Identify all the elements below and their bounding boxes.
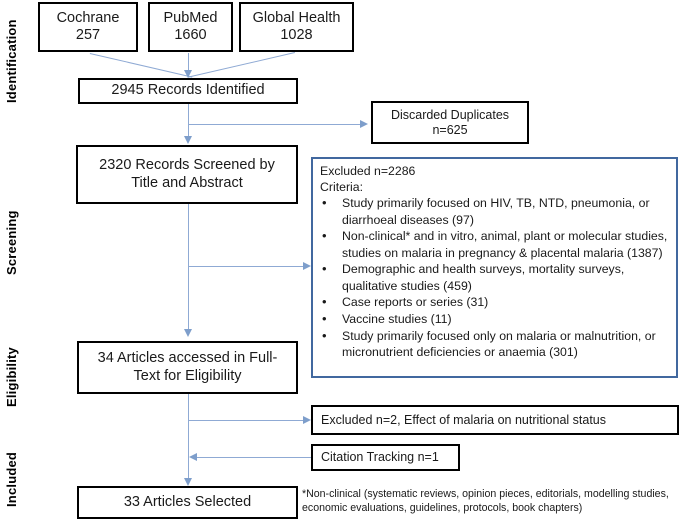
excluded-fulltext-box: Excluded n=2, Effect of malaria on nutri… [311,405,679,435]
arrowhead-to-excluded-n2 [303,416,311,424]
records-screened-box: 2320 Records Screened by Title and Abstr… [76,145,298,204]
records-screened-line1: 2320 Records Screened by [99,157,275,174]
citation-tracking-box: Citation Tracking n=1 [311,444,460,471]
discarded-duplicates-line2: n=625 [432,122,468,137]
source-count-cochrane: 257 [75,27,101,43]
articles-selected-label: 33 Articles Selected [123,493,252,510]
connector-identified-to-screened [188,104,189,138]
citation-tracking-label: Citation Tracking n=1 [321,450,439,465]
excluded-fulltext-label: Excluded n=2, Effect of malaria on nutri… [321,412,607,427]
connector-cochrane-to-identified [89,53,193,78]
source-box-pubmed: PubMed 1660 [148,2,233,52]
excluded-criterion: Non-clinical* and in vitro, animal, plan… [320,227,670,260]
source-name-cochrane: Cochrane [56,9,120,26]
articles-selected-box: 33 Articles Selected [77,486,298,519]
arrowhead-to-records-identified [184,70,192,78]
source-count-global-health: 1028 [280,27,313,43]
excluded-criterion: Study primarily focused on HIV, TB, NTD,… [320,194,670,227]
excluded-criterion: Vaccine studies (11) [320,310,670,327]
source-box-cochrane: Cochrane 257 [38,2,138,52]
connector-fulltext-to-selected [188,394,189,482]
stage-label-screening: Screening [4,210,19,276]
connector-identified-to-duplicates [188,124,363,125]
arrowhead-from-citation-tracking [189,453,197,461]
source-name-global-health: Global Health [252,9,341,26]
footnote-line2: economic evaluations, guidelines, protoc… [302,502,583,515]
arrowhead-to-duplicates [360,120,368,128]
discarded-duplicates-line1: Discarded Duplicates [390,107,510,122]
connector-fulltext-to-excluded-n2 [188,420,306,421]
connector-pubmed-to-identified [188,53,189,73]
excluded-criterion: Study primarily focused only on malaria … [320,327,670,360]
excluded-criteria-label: Criteria: [320,180,364,195]
discarded-duplicates-box: Discarded Duplicates n=625 [371,101,529,144]
records-identified-label: 2945 Records Identified [111,82,265,99]
arrowhead-to-fulltext [184,329,192,337]
stage-label-included: Included [4,451,19,507]
excluded-criteria-list: Study primarily focused on HIV, TB, NTD,… [320,194,670,360]
footnote-line1: *Non-clinical (systematic reviews, opini… [302,488,669,500]
fulltext-assessed-line1: 34 Articles accessed in Full- [97,350,278,367]
source-box-global-health: Global Health 1028 [239,2,354,52]
fulltext-assessed-line2: Text for Eligibility [133,367,242,384]
non-clinical-footnote: *Non-clinical (systematic reviews, opini… [302,487,682,516]
connector-citation-tracking-to-flow [196,457,312,458]
arrowhead-to-excluded-panel [303,262,311,270]
records-identified-box: 2945 Records Identified [78,78,298,104]
excluded-criteria-heading: Excluded n=2286 [320,164,416,178]
arrowhead-to-articles-selected [184,478,192,486]
connector-screened-to-excluded-panel [188,266,306,267]
records-screened-line2: Title and Abstract [131,174,243,191]
connector-screened-to-fulltext [188,204,189,332]
source-name-pubmed: PubMed [163,9,218,26]
arrowhead-to-records-screened [184,136,192,144]
excluded-criterion: Demographic and health surveys, mortalit… [320,260,670,293]
fulltext-assessed-box: 34 Articles accessed in Full- Text for E… [77,341,298,394]
source-count-pubmed: 1660 [174,27,207,43]
connector-globalhealth-to-identified [187,52,295,78]
stage-label-eligibility: Eligibility [4,347,19,408]
excluded-criterion: Case reports or series (31) [320,293,670,310]
excluded-criteria-panel: Excluded n=2286 Criteria: Study primaril… [311,157,678,378]
stage-label-identification: Identification [4,19,19,103]
